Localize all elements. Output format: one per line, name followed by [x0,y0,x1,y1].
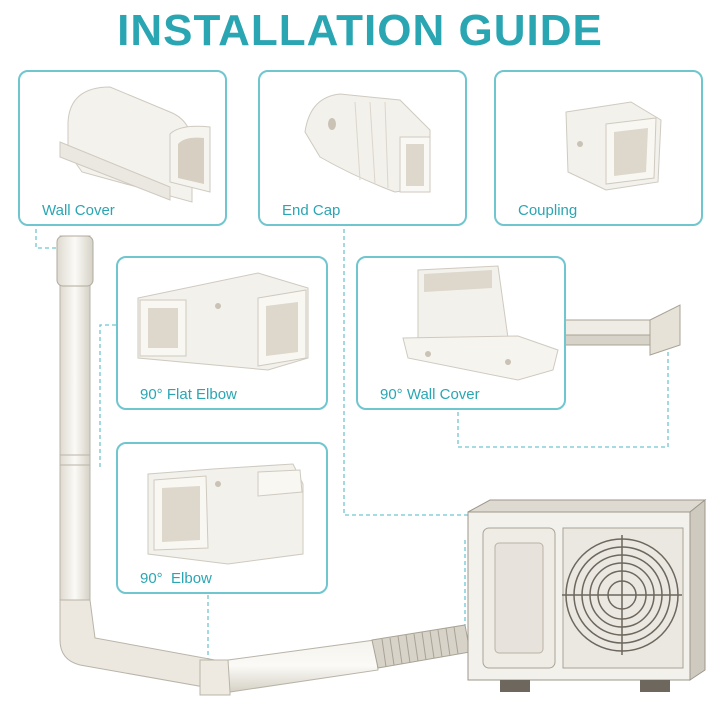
flat-elbow-illustration [137,272,309,371]
vertical-duct [56,235,94,635]
part-label: Coupling [518,202,578,219]
flex-hose [371,624,471,669]
page-title: INSTALLATION GUIDE [117,6,603,55]
part-card-end-cap: End Cap [258,70,467,226]
part-label: Wall Cover [42,202,115,219]
part-label: 90° Wall Cover [380,386,480,403]
part-card-flat-elbow: 90° Flat Elbow [116,256,328,410]
elbow-illustration [147,463,304,565]
part-label: 90° Elbow [140,570,212,587]
part-card-elbow: 90° Elbow [116,442,328,594]
part-card-wall-cover: Wall Cover [18,70,227,226]
part-card-wall-cover-90: 90° Wall Cover [356,256,566,410]
end-cap-illustration [304,93,431,193]
outdoor-ac-unit [467,498,707,692]
part-label: End Cap [282,202,341,219]
wall-bracket [559,304,681,356]
wall-cover-90-illustration [402,265,559,381]
wall-cover-illustration [59,86,211,203]
part-card-coupling: Coupling [494,70,703,226]
coupling-illustration [565,101,662,191]
part-label: 90° Flat Elbow [140,386,237,403]
leader-lines [35,222,669,660]
horizontal-duct [59,599,379,696]
